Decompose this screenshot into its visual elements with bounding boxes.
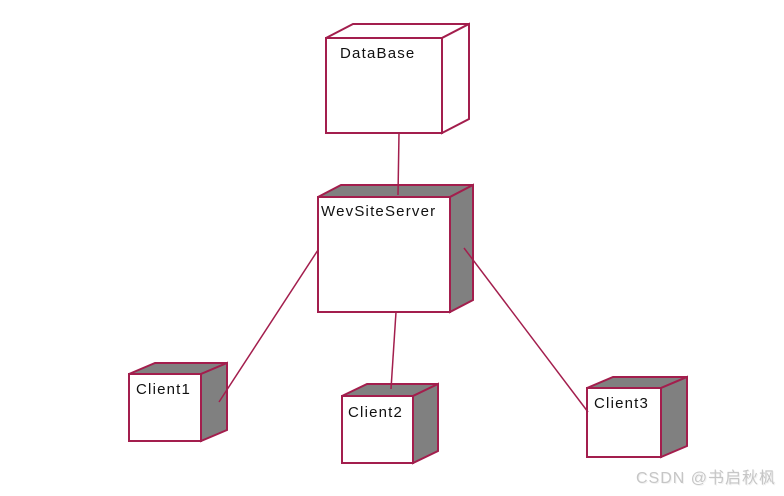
node-webserver: WevSiteServer xyxy=(317,183,474,314)
connector-webserver-client2 xyxy=(390,311,397,390)
client1-right-face xyxy=(200,361,228,443)
client3-label: Client3 xyxy=(594,395,649,412)
webserver-right-face xyxy=(449,183,474,314)
node-client1: Client1 xyxy=(128,361,228,443)
client2-label: Client2 xyxy=(348,404,403,421)
webserver-top-face xyxy=(317,184,474,198)
webserver-label: WevSiteServer xyxy=(321,203,436,220)
client1-front-face xyxy=(128,373,202,442)
client2-right-face xyxy=(412,382,439,465)
node-database: DataBase xyxy=(325,22,470,135)
client3-front-face xyxy=(586,387,662,458)
webserver-front-face xyxy=(317,196,451,313)
node-client2: Client2 xyxy=(341,382,439,465)
client3-right-face xyxy=(660,375,688,459)
connector-webserver-client1 xyxy=(218,249,319,403)
client2-front-face xyxy=(341,395,414,464)
watermark-text: CSDN @书启秋枫 xyxy=(635,470,776,487)
client1-label: Client1 xyxy=(136,381,191,398)
connector-database-webserver xyxy=(397,132,400,196)
database-right-face xyxy=(441,22,470,135)
node-client3: Client3 xyxy=(586,375,688,459)
database-label: DataBase xyxy=(340,45,415,62)
database-front-face xyxy=(325,37,443,134)
connector-webserver-client3 xyxy=(463,247,589,413)
